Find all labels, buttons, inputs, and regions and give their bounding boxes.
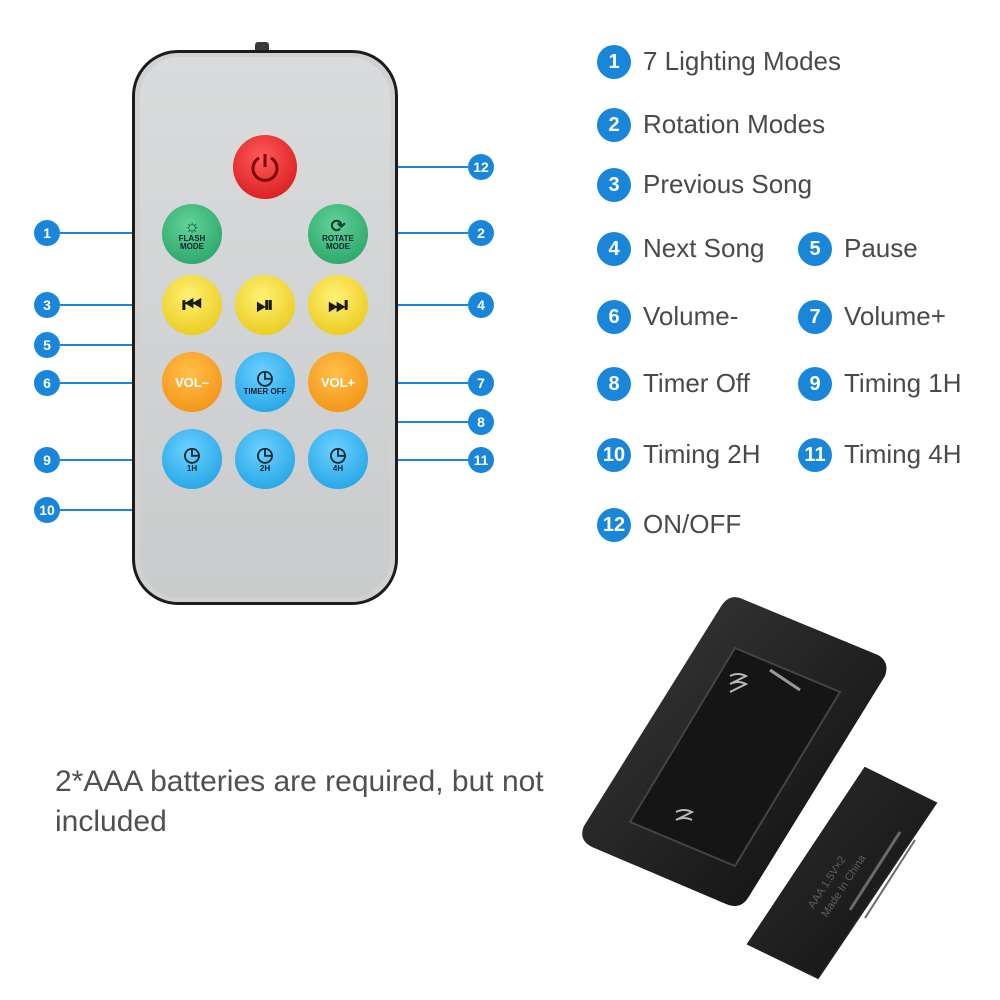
legend-number-8: 8 [597,367,631,401]
previous-song-button[interactable]: ⏮ [162,275,222,335]
callout-marker-3: 3 [34,292,60,318]
callout-marker-1: 1 [34,220,60,246]
timing-2h-label: 2H [259,464,271,473]
spring-contact-icon [675,673,749,821]
timer-off-button[interactable]: ◷ TIMER OFF [235,352,295,412]
callout-marker-5: 5 [34,332,60,358]
legend-number-11: 11 [798,438,832,472]
battery-note: 2*AAA batteries are required, but not in… [55,765,544,838]
clock-icon: ◷ [329,444,347,466]
legend-number-6: 6 [597,300,631,334]
legend-text-4: Next Song [643,233,765,263]
legend-number-7: 7 [798,300,832,334]
callout-marker-11: 11 [468,447,494,473]
timing-4h-label: 4H [332,464,344,473]
legend-number-12: 12 [597,508,631,542]
power-button[interactable] [233,135,297,199]
legend-text-7: Volume+ [844,301,946,331]
callout-marker-4: 4 [468,292,494,318]
legend-text-10: Timing 2H [643,439,761,469]
callout-marker-12: 12 [468,154,494,180]
legend-text-8: Timer Off [643,368,750,398]
legend-text-1: 7 Lighting Modes [643,46,842,76]
remote-top-tab [255,42,269,51]
legend-number-5: 5 [798,232,832,266]
legend-number-9: 9 [798,367,832,401]
timing-1h-button[interactable]: ◷ 1H [162,429,222,489]
volume-down-label: VOL– [175,374,209,390]
legend-text-11: Timing 4H [844,439,962,469]
legend-number-10: 10 [597,438,631,472]
callout-marker-2: 2 [468,220,494,246]
legend-text-5: Pause [844,233,918,263]
legend-text-2: Rotation Modes [643,109,826,139]
callout-marker-6: 6 [34,370,60,396]
legend-number-1: 1 [597,45,631,79]
rotate-label-line2: MODE [326,242,350,251]
callout-marker-8: 8 [468,409,494,435]
callout-marker-10: 10 [34,497,60,523]
callout-marker-9: 9 [34,447,60,473]
play-pause-button[interactable]: ⏯ [235,275,295,335]
volume-down-button[interactable]: VOL– [162,352,222,412]
flash-label-line1: FLASH [178,234,206,243]
rotate-label-line1: ROTATE [322,234,354,243]
power-icon [251,154,279,182]
clock-icon: ◷ [256,367,274,389]
callout-marker-7: 7 [468,370,494,396]
legend-text-6: Volume- [643,301,739,331]
rotate-mode-button[interactable]: ⟳ ROTATE MODE [308,204,368,264]
next-song-button[interactable]: ⏭ [308,275,368,335]
previous-icon: ⏮ [182,292,202,317]
timing-1h-label: 1H [186,464,198,473]
battery-cavity [628,646,842,868]
sun-icon: ☼ [183,216,201,236]
clock-icon: ◷ [256,444,274,466]
flash-mode-button[interactable]: ☼ FLASH MODE [162,204,222,264]
timer-off-label: TIMER OFF [243,387,287,396]
play-pause-icon: ⏯ [256,292,274,317]
legend-number-4: 4 [597,232,631,266]
timing-4h-button[interactable]: ◷ 4H [308,429,368,489]
volume-up-button[interactable]: VOL+ [308,352,368,412]
next-icon: ⏭ [328,292,348,317]
legend-number-2: 2 [597,108,631,142]
timing-2h-button[interactable]: ◷ 2H [235,429,295,489]
rotate-icon: ⟳ [330,216,346,236]
legend-text-9: Timing 1H [844,368,962,398]
flash-label-line2: MODE [180,242,204,251]
volume-up-label: VOL+ [320,374,356,390]
battery-lid [746,766,938,980]
clock-icon: ◷ [183,444,201,466]
legend-text-3: Previous Song [643,169,813,199]
legend-number-3: 3 [597,168,631,202]
legend-text-12: ON/OFF [643,509,742,539]
